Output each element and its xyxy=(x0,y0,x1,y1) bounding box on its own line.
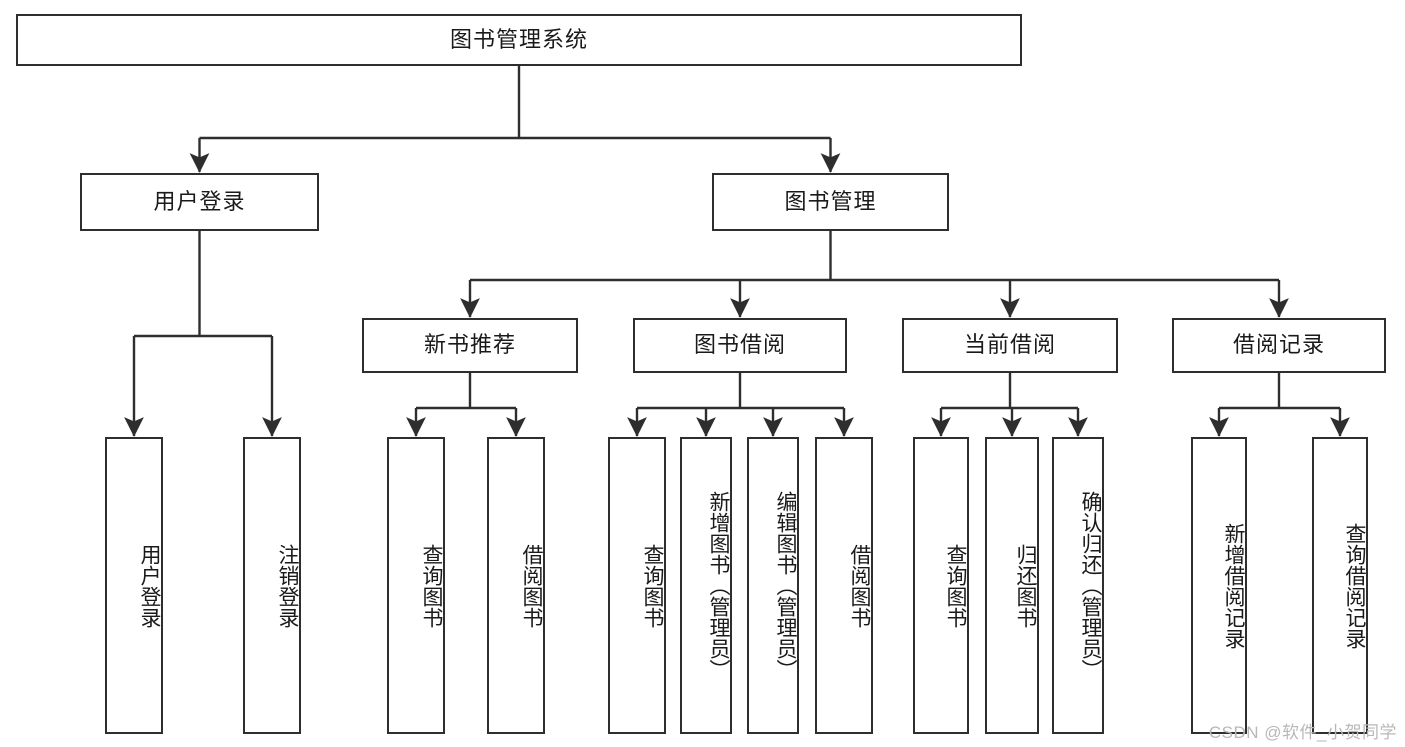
leaf-borrow-add-book-label: 新增图书（管理员） xyxy=(707,491,730,680)
leaf-new-query-book[interactable]: 查询图书 xyxy=(387,437,445,734)
node-book-borrow-label: 图书借阅 xyxy=(693,332,786,358)
node-borrow-record-label: 借阅记录 xyxy=(1232,332,1325,358)
leaf-borrow-edit-book-label: 编辑图书（管理员） xyxy=(774,491,797,680)
leaf-borrow-edit-book[interactable]: 编辑图书（管理员） xyxy=(747,437,799,734)
leaf-new-borrow-book-label: 借阅图书 xyxy=(520,543,543,628)
leaf-new-query-book-label: 查询图书 xyxy=(420,543,443,628)
node-book-management-module-label: 图书管理 xyxy=(784,188,877,214)
leaf-borrow-add-book[interactable]: 新增图书（管理员） xyxy=(680,437,732,734)
node-new-book-recommend-label: 新书推荐 xyxy=(423,332,516,358)
node-book-management-module[interactable]: 图书管理 xyxy=(712,173,949,231)
leaf-borrow-query-book[interactable]: 查询图书 xyxy=(608,437,666,734)
leaf-record-add-label: 新增借阅记录 xyxy=(1222,522,1245,649)
leaf-user-login-label: 用户登录 xyxy=(138,543,161,628)
node-current-borrow-label: 当前借阅 xyxy=(963,332,1056,358)
node-user-login-module-label: 用户登录 xyxy=(153,188,246,214)
leaf-current-confirm-return[interactable]: 确认归还（管理员） xyxy=(1052,437,1104,734)
leaf-record-add[interactable]: 新增借阅记录 xyxy=(1191,437,1247,734)
leaf-user-logout[interactable]: 注销登录 xyxy=(243,437,301,734)
leaf-new-borrow-book[interactable]: 借阅图书 xyxy=(487,437,545,734)
leaf-current-query-book-label: 查询图书 xyxy=(944,543,967,628)
node-book-borrow[interactable]: 图书借阅 xyxy=(633,318,847,373)
leaf-record-query[interactable]: 查询借阅记录 xyxy=(1312,437,1368,734)
node-user-login-module[interactable]: 用户登录 xyxy=(80,173,319,231)
leaf-current-confirm-return-label: 确认归还（管理员） xyxy=(1079,491,1102,680)
node-root[interactable]: 图书管理系统 xyxy=(16,14,1022,66)
leaf-user-logout-label: 注销登录 xyxy=(276,543,299,628)
node-new-book-recommend[interactable]: 新书推荐 xyxy=(362,318,578,373)
leaf-record-query-label: 查询借阅记录 xyxy=(1343,522,1366,649)
leaf-current-return-book-label: 归还图书 xyxy=(1014,543,1037,628)
node-root-label: 图书管理系统 xyxy=(449,26,588,52)
leaf-borrow-borrow-book[interactable]: 借阅图书 xyxy=(815,437,873,734)
leaf-user-login[interactable]: 用户登录 xyxy=(105,437,163,734)
leaf-borrow-query-book-label: 查询图书 xyxy=(641,543,664,628)
csdn-watermark: CSDN @软件_小贺同学 xyxy=(1208,723,1397,742)
node-borrow-record[interactable]: 借阅记录 xyxy=(1172,318,1386,373)
node-current-borrow[interactable]: 当前借阅 xyxy=(902,318,1118,373)
leaf-current-return-book[interactable]: 归还图书 xyxy=(985,437,1039,734)
leaf-borrow-borrow-book-label: 借阅图书 xyxy=(848,543,871,628)
leaf-current-query-book[interactable]: 查询图书 xyxy=(913,437,969,734)
